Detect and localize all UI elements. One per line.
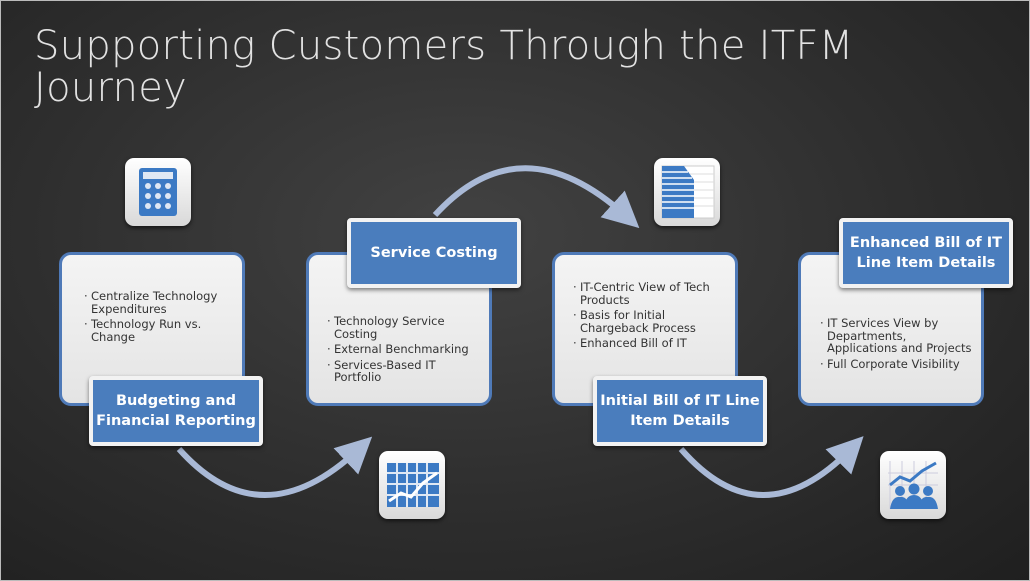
bullet: Technology Service Costing	[327, 315, 477, 340]
arrow-2	[432, 165, 640, 229]
bullet: Centralize Technology Expenditures	[84, 290, 234, 315]
bullet: Services-Based IT Portfolio	[327, 358, 477, 384]
people-chart-icon	[880, 451, 946, 519]
spreadsheet-chart-icon	[379, 451, 445, 519]
stage-label-1: Budgeting and Financial Reporting	[89, 376, 263, 446]
calculator-icon	[125, 158, 191, 226]
slide-title: Supporting Customers Through the ITFM Jo…	[34, 23, 854, 111]
bullet: IT-Centric View of Tech Products	[573, 281, 731, 306]
bullet: Basis for Initial Chargeback Process	[573, 309, 731, 334]
bullet: Technology Run vs. Change	[84, 318, 234, 343]
stage-label-2: Service Costing	[347, 218, 521, 288]
bullet: IT Services View by Departments, Applica…	[820, 317, 978, 355]
bullet: Full Corporate Visibility	[820, 357, 978, 371]
bullet: External Benchmarking	[327, 343, 477, 356]
table-list-icon	[654, 158, 720, 226]
stage-label-4: Enhanced Bill of IT Line Item Details	[839, 218, 1013, 288]
arrow-1	[176, 436, 373, 498]
bullet: Enhanced Bill of IT	[573, 337, 731, 350]
arrow-3	[678, 436, 864, 498]
stage-label-3: Initial Bill of IT Line Item Details	[593, 376, 767, 446]
